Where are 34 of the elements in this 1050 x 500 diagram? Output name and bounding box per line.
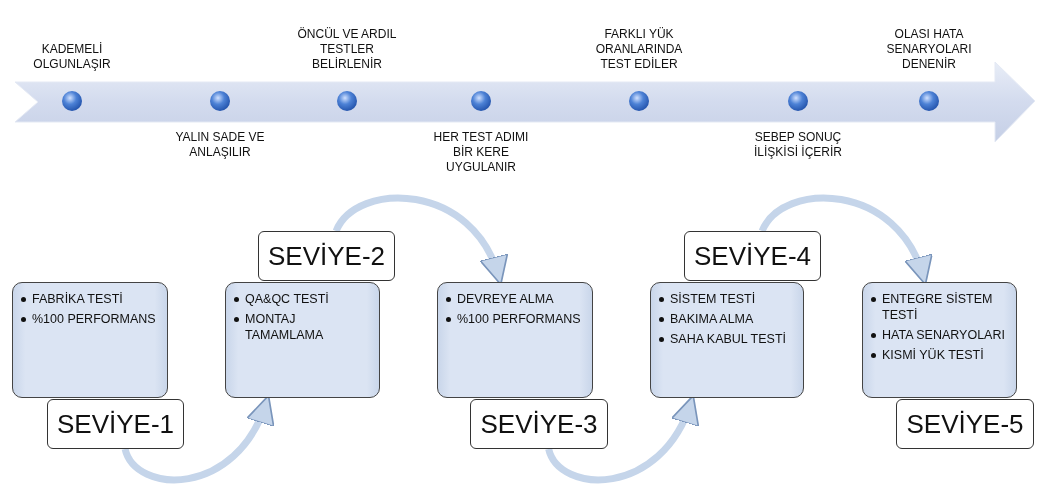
content-box (862, 282, 1017, 398)
bullet-text: SAHA KABUL TESTİ (670, 331, 786, 347)
timeline-label: KADEMELİ OLGUNLAŞIR (32, 42, 112, 72)
timeline-label: HER TEST ADIMI BİR KERE UYGULANIR (432, 130, 530, 175)
bullet-text: BAKIMA ALMA (670, 311, 754, 327)
timeline-label: SEBEP SONUÇ İLİŞKİSİ İÇERİR (753, 130, 843, 160)
level-title: SEVİYE-5 (906, 408, 1024, 440)
level-title-box (258, 231, 395, 281)
level-title: SEVİYE-4 (693, 240, 812, 272)
level-title-box (47, 399, 184, 449)
bullet-text: KISMİ YÜK TESTİ (882, 347, 984, 363)
level-title: SEVİYE-3 (480, 408, 598, 440)
bullet-text: SİSTEM TESTİ (670, 291, 756, 307)
level-title-box (896, 399, 1034, 449)
bullet-text: FABRİKA TESTİ (32, 291, 123, 307)
timeline-label: OLASI HATA SENARYOLARI DENENİR (885, 27, 973, 72)
level-title: SEVİYE-2 (267, 240, 386, 272)
bullet-text: DEVREYE ALMA (457, 291, 554, 307)
bullet-text: ENTEGRE SİSTEM TESTİ (882, 291, 994, 323)
timeline-label: FARKLI YÜK ORANLARINDA TEST EDİLER (594, 27, 684, 72)
bullet-text: HATA SENARYOLARI (882, 327, 1005, 343)
level-title: SEVİYE-1 (56, 408, 175, 440)
content-box (12, 282, 168, 398)
level-title-box (470, 399, 608, 449)
bullet-text: MONTAJ TAMAMLAMA (245, 311, 325, 343)
bullet-text: QA&QC TESTİ (245, 291, 329, 307)
timeline-label: YALIN SADE VE ANLAŞILIR (174, 130, 266, 160)
bullet-text: %100 PERFORMANS (32, 311, 156, 327)
content-box (225, 282, 380, 398)
content-box (650, 282, 804, 398)
timeline-label: ÖNCÜL VE ARDIL TESTLER BELİRLENİR (296, 27, 398, 72)
bullet-text: %100 PERFORMANS (457, 311, 581, 327)
level-title-box (684, 231, 821, 281)
content-box (437, 282, 593, 398)
